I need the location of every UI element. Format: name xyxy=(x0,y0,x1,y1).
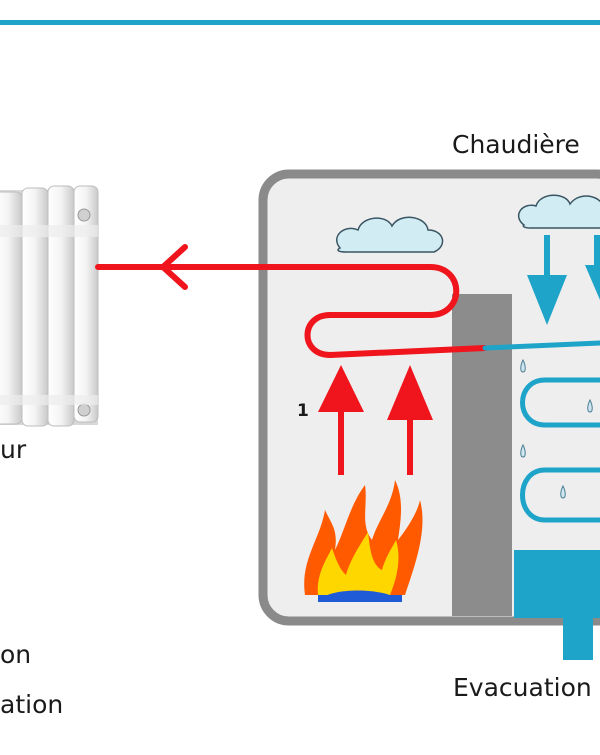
water-tank xyxy=(514,550,600,618)
evacuation-label: Evacuation d xyxy=(453,673,600,702)
flame-icon xyxy=(304,480,423,602)
cloud-icon xyxy=(336,216,444,253)
cold-arrows xyxy=(527,235,600,325)
arrow-icon xyxy=(158,244,188,290)
left-label-line-1: on xyxy=(0,640,32,669)
cloud-icon xyxy=(518,194,600,229)
evacuation-pipe xyxy=(563,618,593,660)
cold-water-pipe xyxy=(482,340,600,523)
radiator-icon xyxy=(0,185,99,427)
boiler-body xyxy=(258,169,600,626)
top-rule xyxy=(0,20,600,25)
hot-water-pipe xyxy=(95,264,488,358)
water-drop-icon xyxy=(520,358,593,499)
radiator-label: ur xyxy=(0,435,27,464)
boiler-divider xyxy=(452,294,512,616)
heat-arrows xyxy=(318,365,433,475)
boiler-label: Chaudière xyxy=(452,130,580,159)
left-label-line-2: ation xyxy=(0,690,64,719)
step-number: 1 xyxy=(297,401,309,421)
